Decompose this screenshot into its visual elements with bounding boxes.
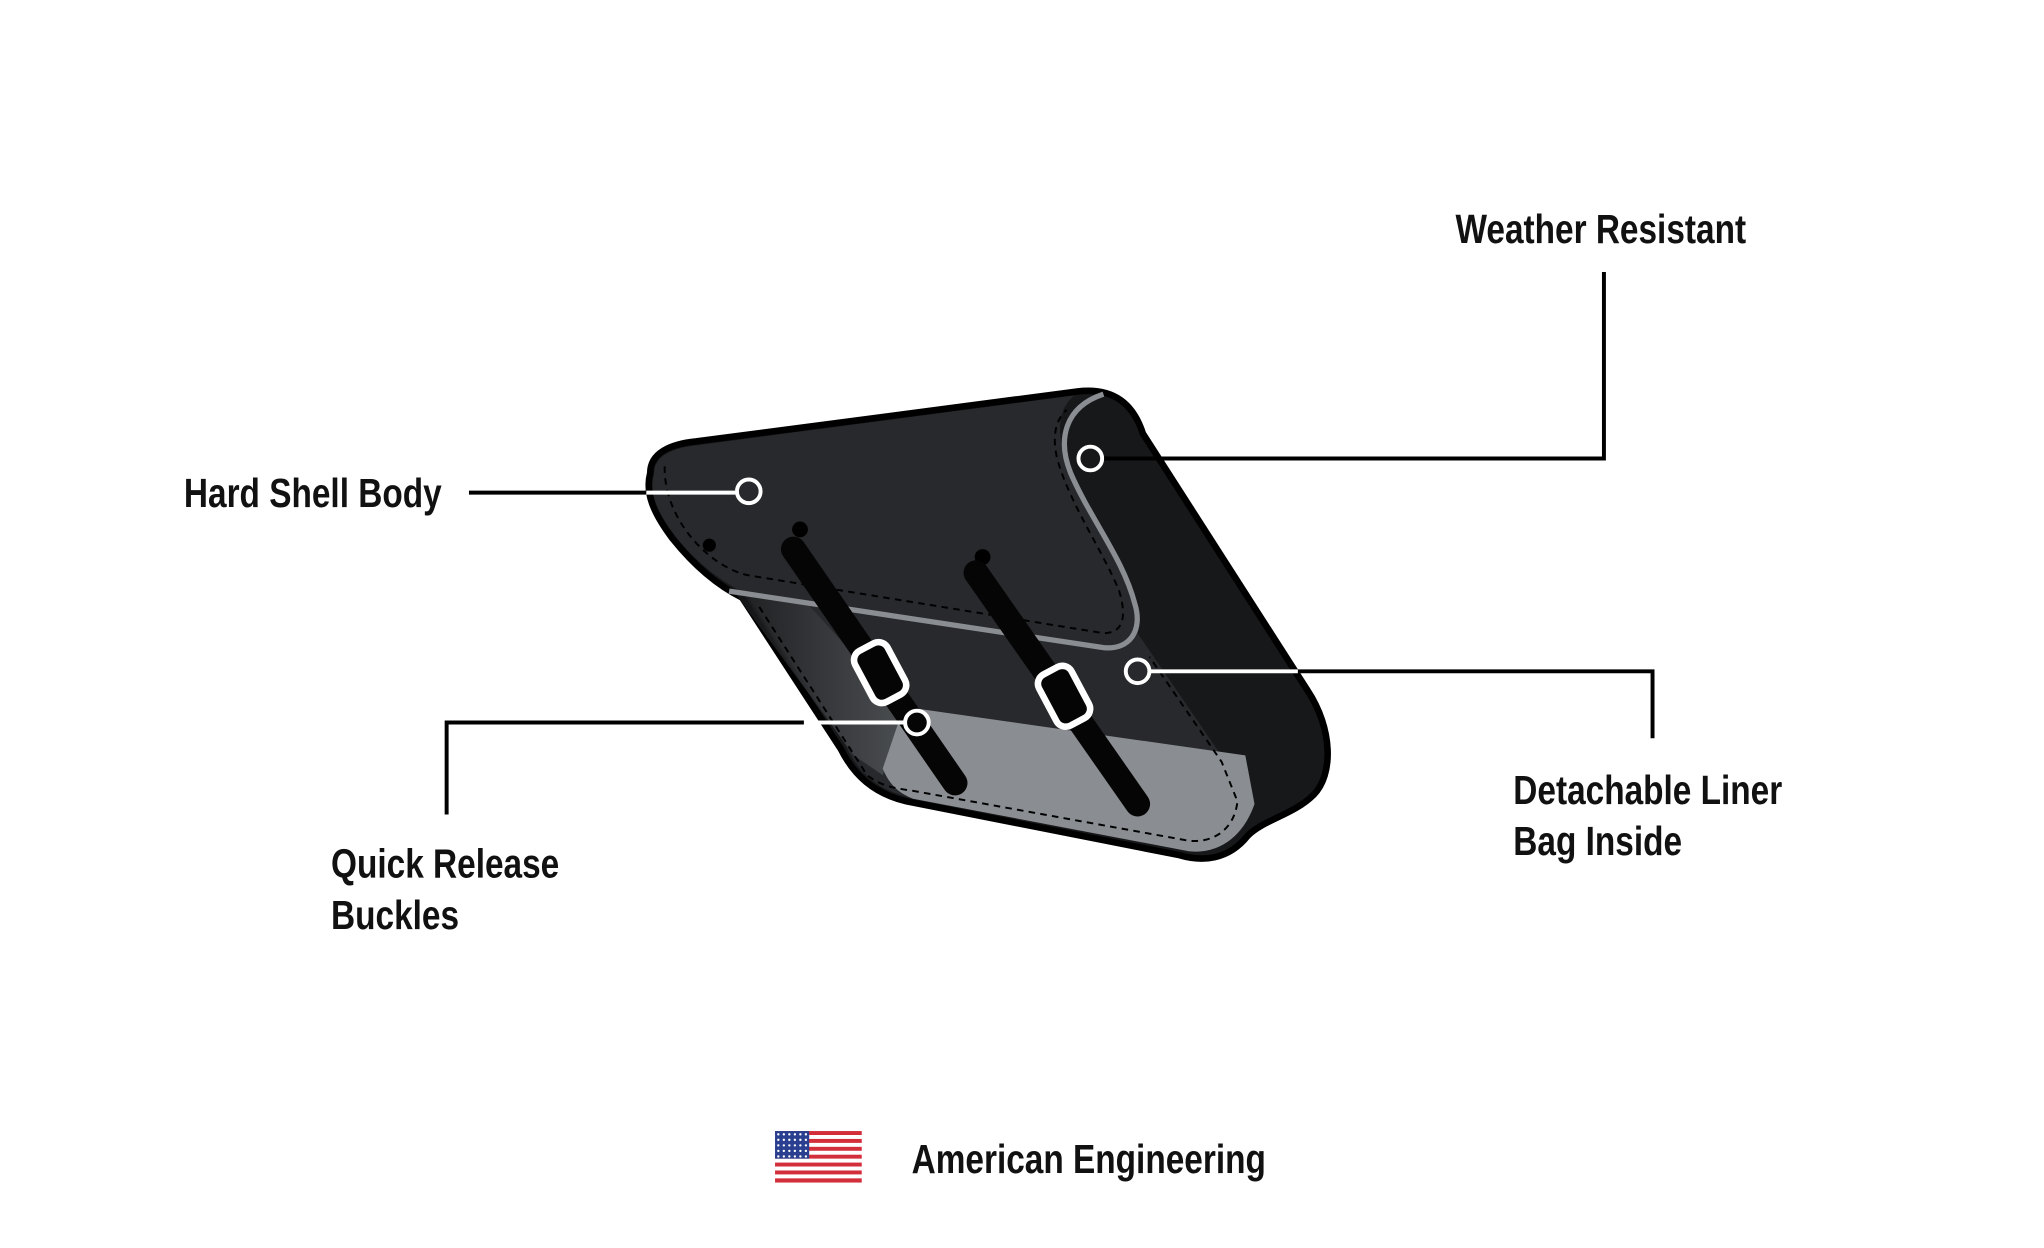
flag-star	[804, 1149, 808, 1153]
flag-star	[782, 1144, 786, 1147]
callout-marker	[734, 477, 763, 506]
leader-line	[444, 720, 804, 815]
flag-star	[793, 1138, 797, 1142]
flag-star	[804, 1155, 808, 1158]
flag-stripe	[775, 1170, 862, 1175]
flag-star	[804, 1133, 808, 1136]
buckle-left	[850, 638, 910, 707]
flag-star	[782, 1155, 786, 1158]
stitching	[663, 409, 1124, 635]
flag-star	[782, 1138, 786, 1142]
flag-star	[788, 1144, 791, 1147]
flag-star	[777, 1138, 780, 1142]
callout-marker	[1076, 444, 1105, 473]
callout-label-line1: Detachable Liner	[1513, 767, 1782, 813]
flag-stripe	[775, 1150, 862, 1155]
flag-star	[777, 1144, 780, 1147]
saddlebag-illustration	[645, 387, 1331, 862]
flag-star	[777, 1155, 780, 1158]
flag-star	[799, 1133, 802, 1136]
rivet	[792, 521, 808, 538]
flag-star	[788, 1149, 791, 1153]
footer-label: American Engineering	[912, 1136, 1266, 1182]
flag-stripe	[775, 1166, 862, 1171]
flag-star	[804, 1138, 808, 1142]
flag-star	[777, 1133, 780, 1136]
leader-line	[1102, 271, 1606, 461]
callout-label-line1: Quick Release	[331, 840, 559, 886]
flag-stripe	[775, 1138, 862, 1144]
flag-stripe	[775, 1178, 862, 1183]
callout-quick-release-buckles: Quick Release Buckles	[331, 708, 931, 938]
flag-star	[777, 1149, 780, 1153]
buckle-right	[1034, 662, 1094, 730]
callout-label: Weather Resistant	[1455, 206, 1746, 252]
flag-stripe	[775, 1131, 862, 1136]
flag-star	[799, 1155, 802, 1158]
callout-weather-resistant: Weather Resistant	[1076, 206, 1746, 473]
footer: American Engineering	[775, 1131, 1266, 1183]
flag-stripe	[775, 1158, 862, 1163]
flag-star	[782, 1133, 786, 1136]
flag-star	[793, 1155, 797, 1158]
flag-star	[799, 1149, 802, 1153]
flag-star	[782, 1149, 786, 1153]
flag-star	[793, 1149, 797, 1153]
flag-stripe	[775, 1162, 862, 1167]
flag-star	[793, 1133, 797, 1136]
flag-star	[804, 1144, 808, 1147]
callout-label-line2: Buckles	[331, 892, 459, 938]
flag-star	[799, 1144, 802, 1147]
flag-stripe	[775, 1142, 862, 1148]
flag-stripe	[775, 1174, 862, 1179]
flag-star	[788, 1155, 791, 1158]
callout-label-line2: Bag Inside	[1513, 818, 1682, 864]
callout-hard-shell-body: Hard Shell Body	[184, 470, 763, 516]
flap-trim	[728, 391, 1140, 651]
flag-stripe	[775, 1146, 862, 1152]
rivet	[702, 538, 716, 552]
callout-label: Hard Shell Body	[184, 470, 442, 516]
callout-detachable-liner: Detachable Liner Bag Inside	[1123, 657, 1782, 864]
flag-star	[788, 1133, 791, 1136]
bag-left-shade	[735, 593, 904, 776]
flag-stripe	[775, 1154, 862, 1159]
flag-star	[788, 1138, 791, 1142]
flag-stripe	[775, 1135, 862, 1140]
bag-bottom-panel	[882, 706, 1255, 852]
flag-star	[799, 1138, 802, 1142]
flag-canton	[775, 1131, 810, 1159]
callout-marker	[903, 708, 931, 737]
flag-star	[793, 1144, 797, 1147]
callout-marker	[1123, 657, 1152, 686]
us-flag-icon	[775, 1131, 862, 1183]
leader-line	[1297, 669, 1655, 739]
